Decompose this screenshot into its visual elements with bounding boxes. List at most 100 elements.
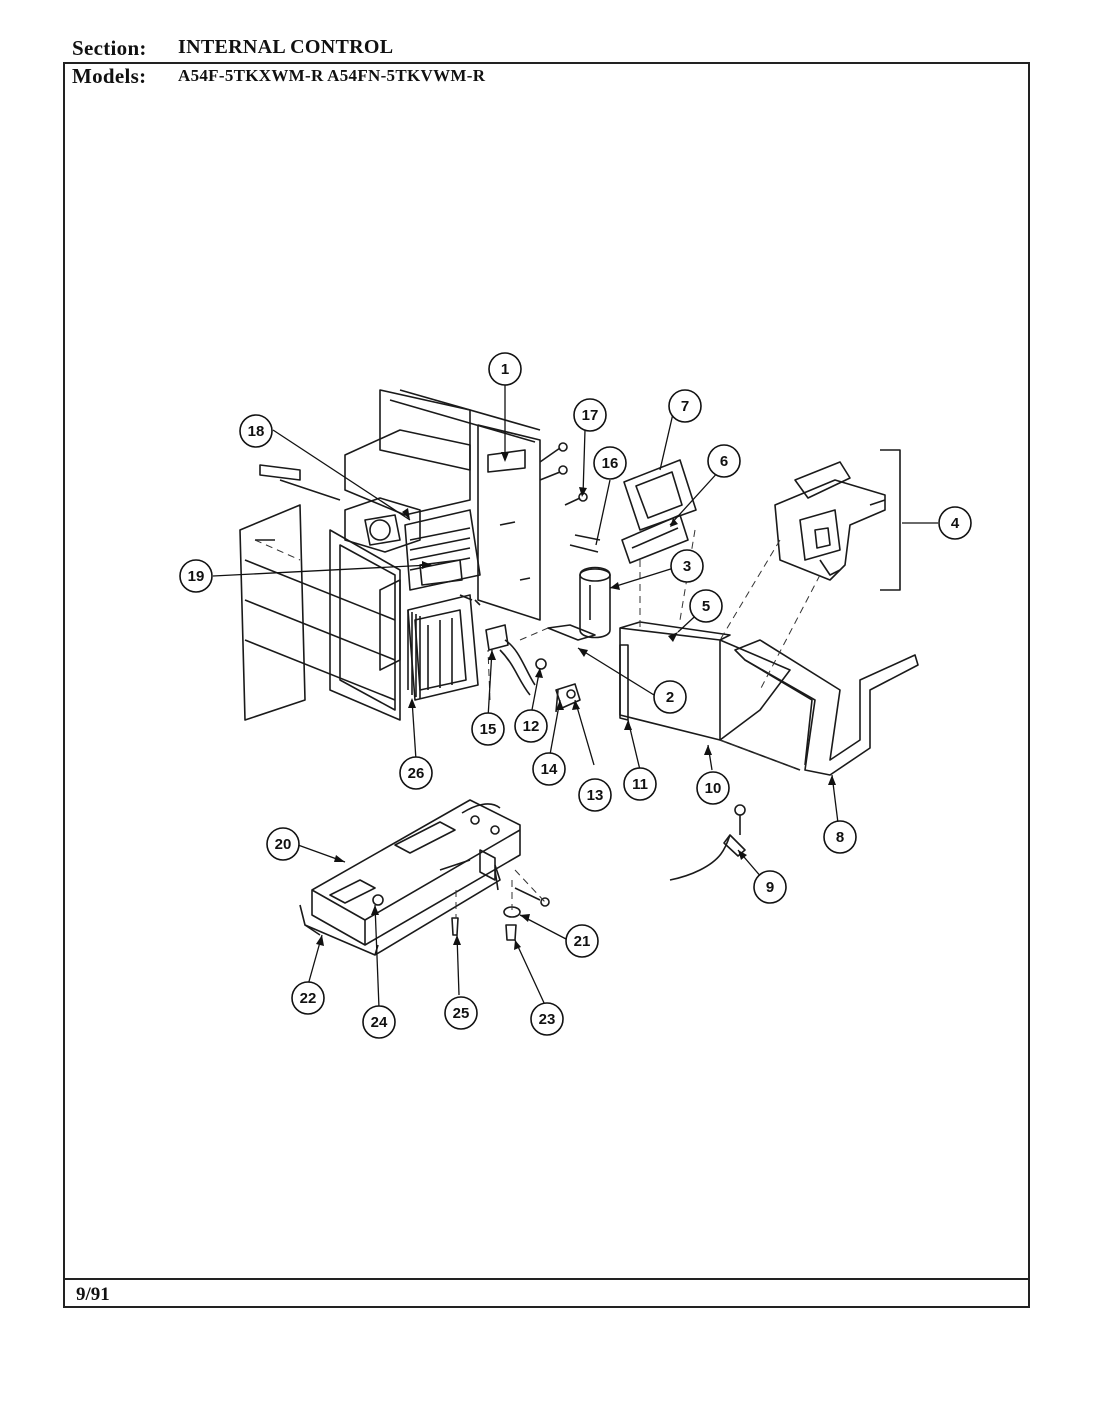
- callout-circle: [471, 712, 505, 746]
- callout-12: 12: [514, 709, 548, 743]
- callout-11: 11: [623, 767, 657, 801]
- callout-1: 1: [488, 352, 522, 386]
- callout-number: 17: [582, 407, 599, 424]
- callout-circle: [707, 444, 741, 478]
- callout-number: 22: [300, 990, 317, 1007]
- diagram-frame: [63, 62, 1030, 1308]
- callout-10: 10: [696, 771, 730, 805]
- callout-circle: [399, 756, 433, 790]
- callout-number: 4: [951, 515, 960, 532]
- magnetron: [344, 497, 481, 591]
- callout-circle: [753, 870, 787, 904]
- callout-circle: [362, 1005, 396, 1039]
- callout-16: 16: [593, 446, 627, 480]
- arrowheads: [316, 452, 836, 950]
- callout-5: 5: [689, 589, 723, 623]
- callout-circle: [239, 414, 273, 448]
- control-board: [311, 799, 521, 946]
- callout-number: 18: [248, 423, 265, 440]
- callout-7: 7: [668, 389, 702, 423]
- callout-circle: [689, 589, 723, 623]
- fuse-holder: [485, 624, 547, 696]
- gasket-7: [623, 459, 697, 531]
- callout-23: 23: [530, 1002, 564, 1036]
- callout-circle: [593, 446, 627, 480]
- callout-number: 20: [275, 836, 292, 853]
- control-plate: [474, 424, 541, 621]
- callout-circle: [653, 680, 687, 714]
- callout-number: 13: [587, 787, 604, 804]
- callout-14: 14: [532, 752, 566, 786]
- transformer: [407, 594, 479, 701]
- filter-6: [621, 514, 689, 564]
- callout-circle: [291, 981, 325, 1015]
- callout-number: 10: [705, 780, 722, 797]
- models-value: A54F-5TKXWM-R A54FN-5TKVWM-R: [178, 66, 486, 85]
- callout-15: 15: [471, 712, 505, 746]
- callout-13: 13: [578, 778, 612, 812]
- callout-number: 24: [371, 1014, 388, 1031]
- callout-25: 25: [444, 996, 478, 1030]
- callout-circle: [514, 709, 548, 743]
- callout-number: 15: [480, 721, 497, 738]
- bracket-4: [880, 449, 901, 591]
- callout-21: 21: [565, 924, 599, 958]
- section-title: INTERNAL CONTROL: [178, 36, 394, 58]
- footer-divider: [63, 1278, 1030, 1280]
- diode: [569, 534, 601, 553]
- callout-4: 4: [938, 506, 972, 540]
- callout-2: 2: [653, 680, 687, 714]
- callout-circle: [938, 506, 972, 540]
- callout-number: 1: [501, 361, 509, 378]
- callout-circle: [565, 924, 599, 958]
- screws-17: [539, 442, 588, 506]
- callout-number: 23: [539, 1011, 556, 1028]
- callout-17: 17: [573, 398, 607, 432]
- callout-number: 12: [523, 718, 540, 735]
- callout-number: 11: [632, 776, 648, 793]
- callout-number: 26: [408, 765, 425, 782]
- callout-number: 9: [766, 879, 774, 896]
- callout-number: 5: [702, 598, 710, 615]
- callout-3: 3: [670, 549, 704, 583]
- callout-circle: [823, 820, 857, 854]
- callouts: 1234567891011121314151617181920212223242…: [179, 352, 972, 1039]
- callout-circle: [670, 549, 704, 583]
- air-duct: [619, 621, 801, 771]
- callout-circle: [668, 389, 702, 423]
- callout-number: 19: [188, 568, 205, 585]
- leader-lines: [212, 385, 938, 1009]
- capacitor: [547, 566, 611, 641]
- callout-circle: [488, 352, 522, 386]
- gasket-11: [619, 644, 629, 721]
- callout-number: 21: [574, 933, 591, 950]
- callout-circle: [530, 1002, 564, 1036]
- callout-18: 18: [239, 414, 273, 448]
- callout-circle: [532, 752, 566, 786]
- callout-circle: [578, 778, 612, 812]
- callout-circle: [623, 767, 657, 801]
- callout-number: 16: [602, 455, 619, 472]
- callout-6: 6: [707, 444, 741, 478]
- callout-circle: [179, 559, 213, 593]
- alignment-lines: [254, 529, 821, 918]
- callout-19: 19: [179, 559, 213, 593]
- callout-number: 2: [666, 689, 674, 706]
- duct-gasket-8: [734, 639, 919, 776]
- fan-motor: [774, 461, 886, 581]
- mounting-parts: [451, 887, 550, 941]
- callout-9: 9: [753, 870, 787, 904]
- callout-circle: [696, 771, 730, 805]
- callout-number: 6: [720, 453, 728, 470]
- callout-circle: [444, 996, 478, 1030]
- callout-26: 26: [399, 756, 433, 790]
- callout-22: 22: [291, 981, 325, 1015]
- models-label: Models:: [72, 64, 147, 88]
- callout-number: 8: [836, 829, 844, 846]
- callout-20: 20: [266, 827, 300, 861]
- callout-number: 3: [683, 558, 691, 575]
- callout-circle: [266, 827, 300, 861]
- callout-number: 14: [541, 761, 558, 778]
- cavity-chassis: [239, 389, 541, 721]
- callout-circle: [573, 398, 607, 432]
